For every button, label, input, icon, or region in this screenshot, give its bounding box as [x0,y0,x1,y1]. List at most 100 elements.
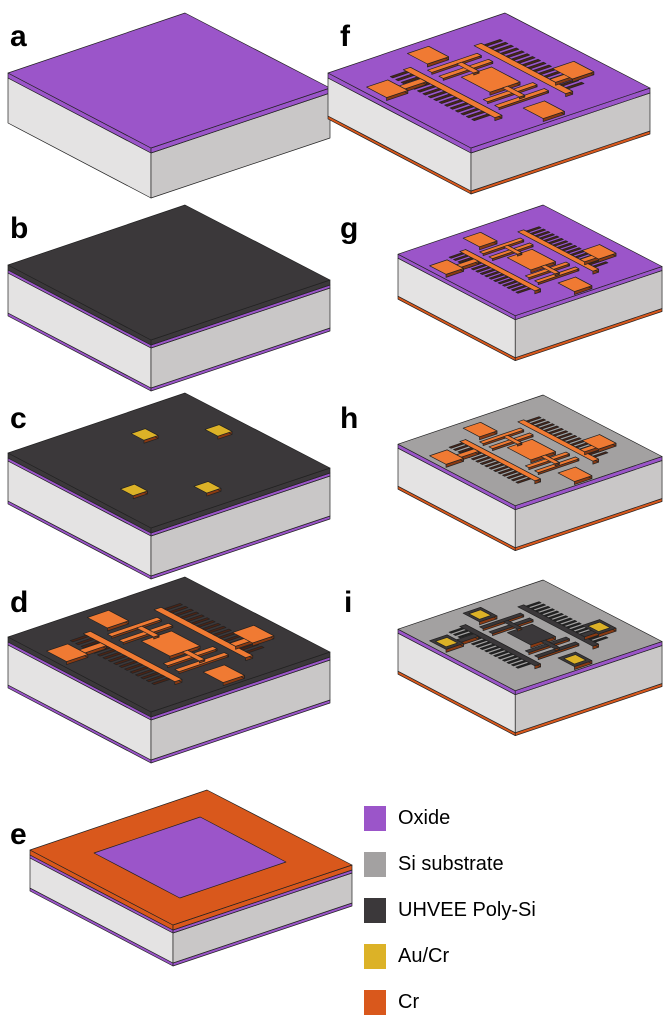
anchor-pad [429,259,464,275]
comb-finger [453,254,470,261]
comb-finger [565,81,585,90]
panel-label-e: e [10,818,27,851]
comb-finger [530,603,546,610]
comb-finger [547,427,564,435]
comb-finger [543,425,560,432]
comb-finger [534,230,551,238]
comb-finger [488,273,505,280]
comb-finger [422,87,442,96]
comb-finger [475,641,492,648]
comb-finger [561,619,578,627]
comb-finger [475,266,492,273]
anchor-pad [557,466,593,482]
slab-c-top [7,392,331,529]
comb-finger [190,617,211,625]
au-cr-pad [193,481,222,494]
comb-finger [460,107,480,116]
metal-pad [435,637,458,648]
comb-finger [470,454,487,461]
legend-item-oxide: Oxide [364,795,536,841]
comb-finger [556,432,573,439]
comb-finger [543,610,560,617]
comb-finger [538,233,555,240]
comb-finger [163,603,183,611]
legend-item-au-cr: Au/Cr [364,933,536,979]
comb-spine [473,42,574,95]
legend-item-poly-si: UHVEE Poly-Si [364,887,536,933]
comb-finger [530,228,546,235]
anchor-pad [557,276,593,292]
comb-finger [521,58,541,67]
comb-finger [455,105,475,113]
spring [503,434,523,445]
legend-swatch [364,805,386,831]
au-cr-pad [130,428,159,441]
legend-swatch [364,989,386,1015]
comb-finger [532,64,552,73]
spring [107,616,162,637]
comb-finger [475,456,492,463]
comb-finger [448,442,465,449]
comb-finger [395,73,415,82]
panel-label-g: g [340,212,359,245]
comb-finger [444,99,464,107]
comb-finger [493,275,510,282]
comb-finger [465,110,486,119]
anchor-pad [87,609,129,629]
comb-finger [592,451,609,458]
comb-finger [592,636,609,643]
comb-finger [552,615,569,622]
comb-finger [515,662,532,669]
comb-finger [471,113,491,122]
comb-finger [196,620,216,628]
comb-finger [556,617,573,624]
legend-swatch [364,897,386,923]
comb-finger [511,660,527,667]
comb-finger [552,240,569,247]
comb-finger [470,639,487,646]
panel-label-a: a [10,20,27,53]
oxide-window [93,816,287,899]
comb-finger [135,669,155,677]
legend-item-si-substrate: Si substrate [364,841,536,887]
anchor-pad [46,643,89,662]
comb-spine [517,419,600,462]
comb-finger [169,605,189,614]
comb-finger [145,674,166,683]
comb-finger [515,287,532,294]
comb-finger [547,612,564,620]
comb-finger [502,655,519,662]
comb-finger [69,634,90,643]
legend-label: UHVEE Poly-Si [398,898,536,921]
comb-finger [470,264,487,271]
comb-finger [547,237,564,245]
comb-finger [592,261,609,268]
comb-spine [459,624,541,667]
anchor-pad [202,664,245,683]
comb-finger [449,102,469,110]
comb-finger [113,657,133,666]
comb-finger [107,654,128,663]
slab-b-top [7,204,331,341]
comb-finger [457,257,474,264]
comb-finger [174,608,194,617]
comb-spine [517,604,600,647]
comb-finger [80,640,100,649]
spring [456,61,480,74]
comb-spine [459,439,541,482]
comb-finger [457,632,474,639]
legend-swatch [364,851,386,877]
panel-label-b: b [10,212,29,245]
anchor-pad [366,79,409,98]
legend-label: Si substrate [398,852,504,875]
anchor-pad [522,100,565,119]
comb-finger [489,41,509,50]
comb-finger [493,465,510,472]
comb-finger [502,470,519,477]
comb-finger [417,85,437,93]
spring [136,625,160,638]
comb-finger [565,622,582,629]
comb-finger [484,461,501,468]
legend-swatch [364,943,386,969]
comb-finger [484,271,501,278]
